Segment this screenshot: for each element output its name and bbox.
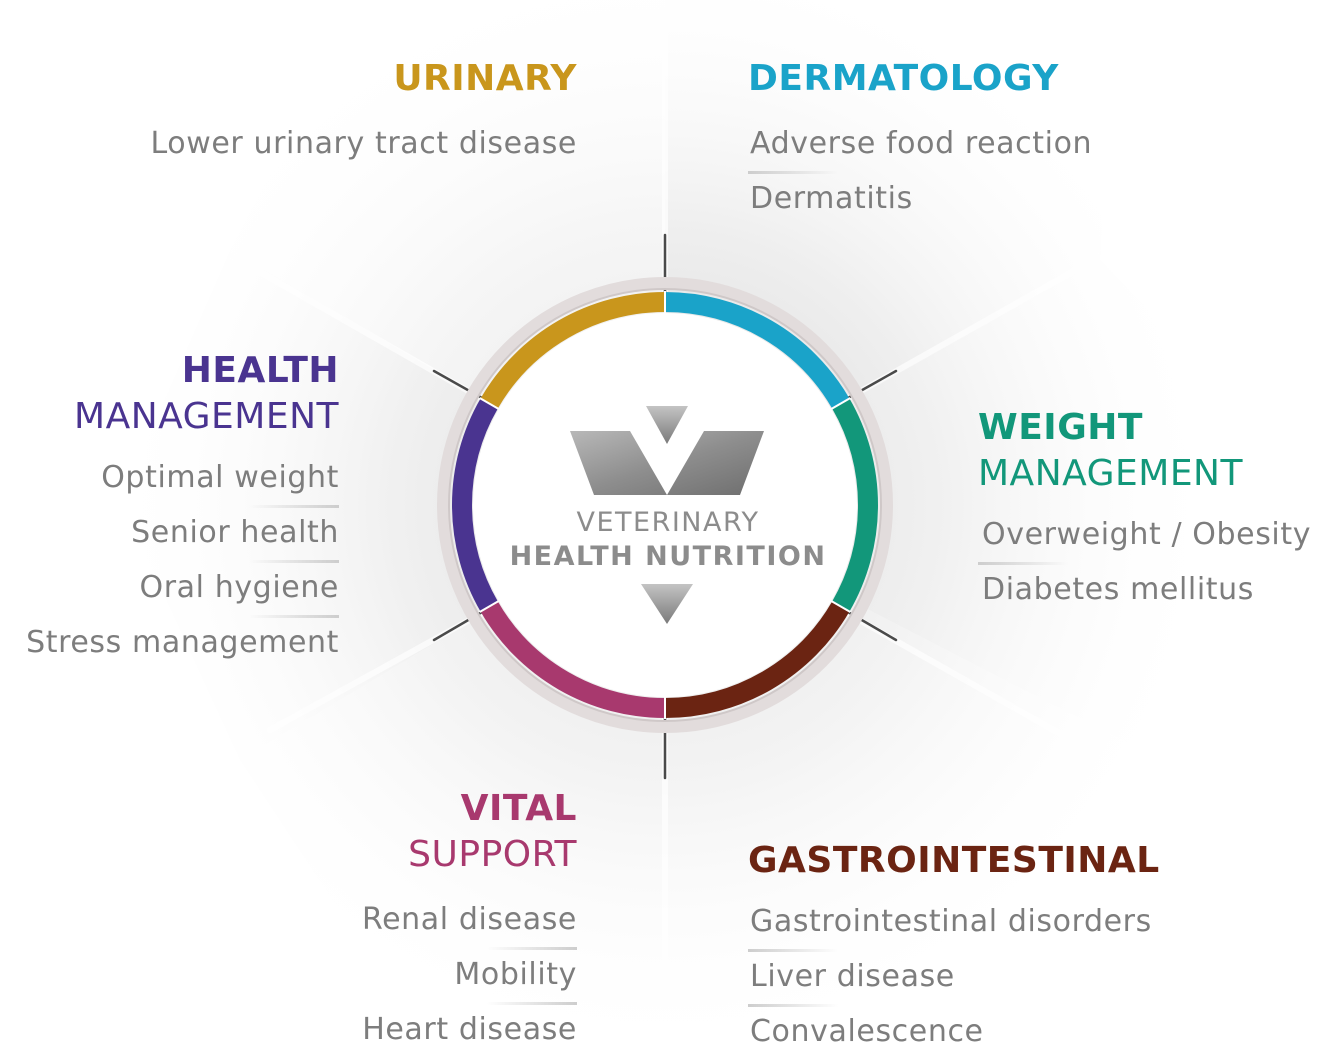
ring-segment-health: [452, 398, 498, 612]
list-item: Adverse food reaction: [750, 126, 1093, 161]
list-item: Mobility: [362, 947, 577, 1002]
center-disc: [473, 313, 857, 697]
category-ring: [452, 291, 878, 719]
category-title-bold: VITAL: [460, 788, 577, 829]
list-item: Gastrointestinal disorders: [750, 904, 1152, 939]
ring-divider: [479, 397, 500, 410]
ring-segment-urinary: [480, 292, 666, 409]
item-list: Overweight / Obesity Diabetes mellitus: [978, 507, 1311, 617]
list-item: Stress management: [26, 615, 339, 670]
center-label-line1: VETERINARY: [576, 507, 760, 538]
list-item: Lower urinary tract disease: [150, 126, 577, 161]
category-gastrointestinal: GASTROINTESTINAL Gastrointestinal disord…: [748, 838, 1160, 1059]
item-list: Lower urinary tract disease: [150, 116, 577, 171]
center-label-line2: HEALTH NUTRITION: [509, 541, 827, 572]
center-label: VETERINARY HEALTH NUTRITION: [508, 505, 828, 573]
category-health-management: HEALTH MANAGEMENT Optimal weight Senior …: [26, 348, 339, 670]
category-title: GASTROINTESTINAL: [748, 840, 1160, 881]
list-item: Heart disease: [362, 1002, 577, 1057]
ring-segment-gastrointestinal: [664, 601, 850, 718]
sector-shade-bottom: [240, 505, 1160, 1049]
sector-shade-right: [665, 260, 1260, 760]
list-item: Senior health: [26, 505, 339, 560]
list-item: Oral hygiene: [26, 560, 339, 615]
category-title: DERMATOLOGY: [748, 58, 1059, 99]
ring-segment-dermatology: [664, 292, 850, 409]
category-title-light: SUPPORT: [408, 834, 577, 875]
item-list: Gastrointestinal disorders Liver disease…: [748, 894, 1160, 1059]
category-vital-support: VITAL SUPPORT Renal disease Mobility Hea…: [362, 786, 577, 1057]
category-title-light: MANAGEMENT: [74, 396, 339, 437]
ring-halo: [437, 277, 893, 733]
ring-divider: [479, 600, 500, 613]
sector-shade-left: [120, 250, 665, 760]
item-list: Optimal weight Senior health Oral hygien…: [26, 450, 339, 670]
list-item: Dermatitis: [748, 171, 1092, 226]
veterinary-logo-icon: [570, 406, 764, 624]
category-urinary: URINARY Lower urinary tract disease: [150, 56, 577, 171]
ring-divider: [830, 397, 851, 410]
ring-divider: [830, 600, 851, 613]
category-title: URINARY: [393, 58, 577, 99]
sector-separators: [227, 0, 1123, 1049]
item-list: Renal disease Mobility Heart disease: [362, 892, 577, 1057]
list-item: Optimal weight: [101, 460, 339, 495]
category-weight-management: WEIGHT MANAGEMENT Overweight / Obesity D…: [978, 405, 1311, 617]
list-item: Overweight / Obesity: [982, 517, 1312, 552]
category-dermatology: DERMATOLOGY Adverse food reaction Dermat…: [748, 56, 1092, 226]
category-title-bold: WEIGHT: [978, 407, 1143, 448]
list-item: Renal disease: [362, 902, 577, 937]
category-title-bold: HEALTH: [181, 350, 339, 391]
ring-segment-vital: [480, 601, 666, 718]
list-item: Diabetes mellitus: [978, 562, 1311, 617]
list-item: Convalescence: [748, 1004, 1160, 1059]
category-title-light: MANAGEMENT: [978, 453, 1243, 494]
ring-segment-weight: [832, 398, 878, 612]
item-list: Adverse food reaction Dermatitis: [748, 116, 1092, 226]
list-item: Liver disease: [748, 949, 1160, 1004]
